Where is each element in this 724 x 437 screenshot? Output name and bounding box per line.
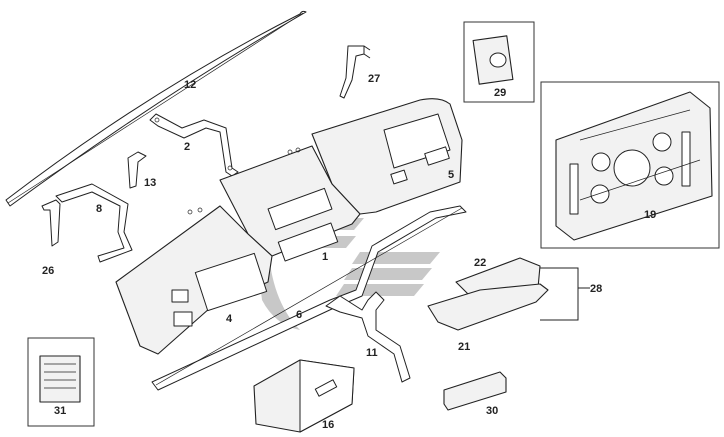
bracket-13 (127, 151, 147, 189)
bracket-27 (339, 45, 371, 99)
callout-27: 27 (368, 73, 380, 85)
vent-grille-31-box (27, 337, 95, 427)
callout-11: 11 (366, 347, 378, 359)
callout-1: 1 (322, 251, 328, 263)
console-assembly (427, 257, 549, 331)
cover-plate-30 (443, 371, 507, 411)
callout-28: 28 (590, 283, 602, 295)
callout-29: 29 (494, 87, 506, 99)
gauge-plate-19-box (540, 81, 720, 249)
callout-22: 22 (474, 257, 486, 269)
callout-30: 30 (486, 405, 498, 417)
dashboard-assembly (115, 98, 463, 355)
callout-21: 21 (458, 341, 470, 353)
glove-box-16 (253, 359, 355, 433)
callout-12: 12 (184, 79, 196, 91)
dash-lower-panel (115, 205, 273, 355)
callout-4: 4 (226, 313, 233, 325)
callout-16: 16 (322, 419, 334, 431)
callout-26: 26 (42, 265, 54, 277)
callout-6: 6 (296, 309, 302, 321)
bracket-2 (149, 113, 239, 177)
bracket-8 (55, 183, 133, 263)
callout-19: 19 (644, 209, 656, 221)
callout-13: 13 (144, 177, 156, 189)
callout-28-bracket (540, 267, 590, 321)
callout-5: 5 (448, 169, 454, 181)
callout-8: 8 (96, 203, 102, 215)
callout-31: 31 (54, 405, 66, 417)
switch-29-box (463, 21, 535, 103)
console-lower-21 (427, 283, 549, 331)
windshield-trim-12 (5, 10, 307, 207)
bracket-11 (325, 291, 411, 383)
bracket-26 (41, 199, 61, 247)
callout-2: 2 (184, 141, 190, 153)
